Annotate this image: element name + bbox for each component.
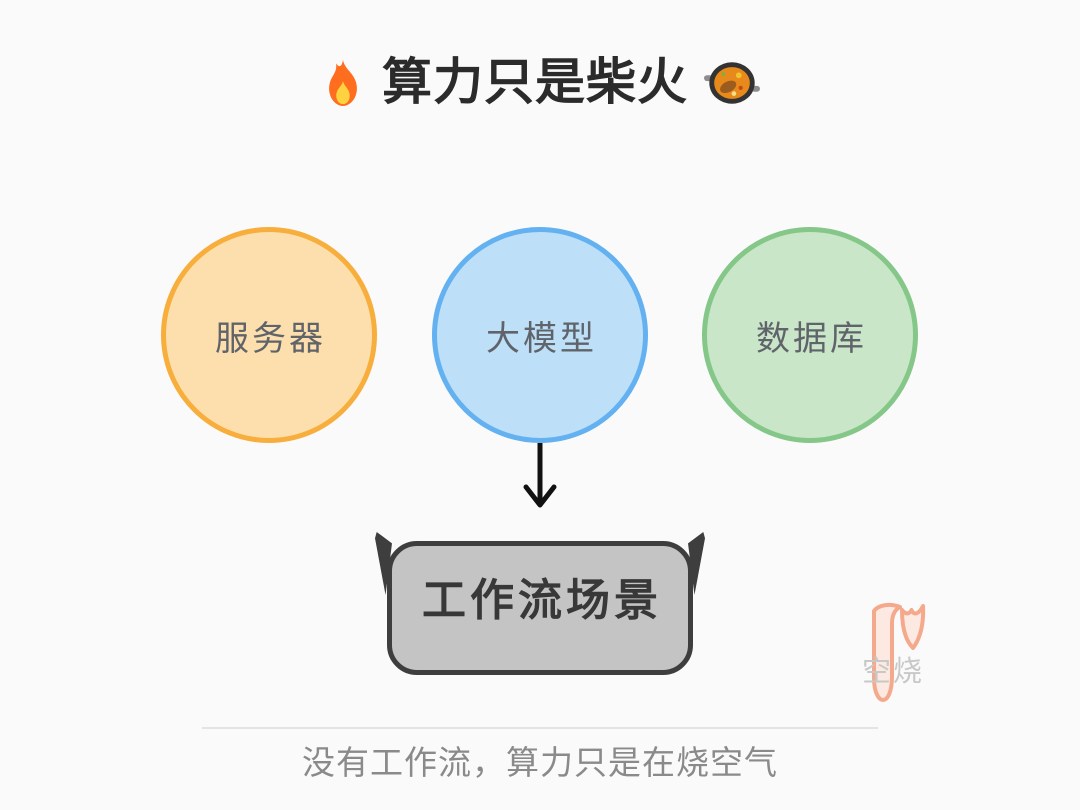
node-database-circle: 数据库 [702,227,918,443]
node-server-label: 服务器 [215,319,326,358]
node-database-label: 数据库 [756,319,867,358]
page-title: 算力只是柴火 [0,54,1080,112]
watermark-flame-icon [872,602,926,702]
node-server-circle: 服务器 [161,227,377,443]
workflow-box-label: 工作流场景 [422,576,662,625]
hotpot-icon [704,61,760,104]
caption-text: 没有工作流，算力只是在烧空气 [302,744,778,781]
fire-icon [329,59,357,106]
footer-divider [202,727,878,729]
watermark-text: 空烧 [862,656,925,688]
workflow-box: 工作流场景 [387,541,693,675]
watermark: 空烧 [860,598,950,708]
down-arrow [523,443,557,508]
title-text: 算力只是柴火 [382,54,688,110]
node-model-circle: 大模型 [432,227,648,443]
node-model-label: 大模型 [486,319,597,358]
